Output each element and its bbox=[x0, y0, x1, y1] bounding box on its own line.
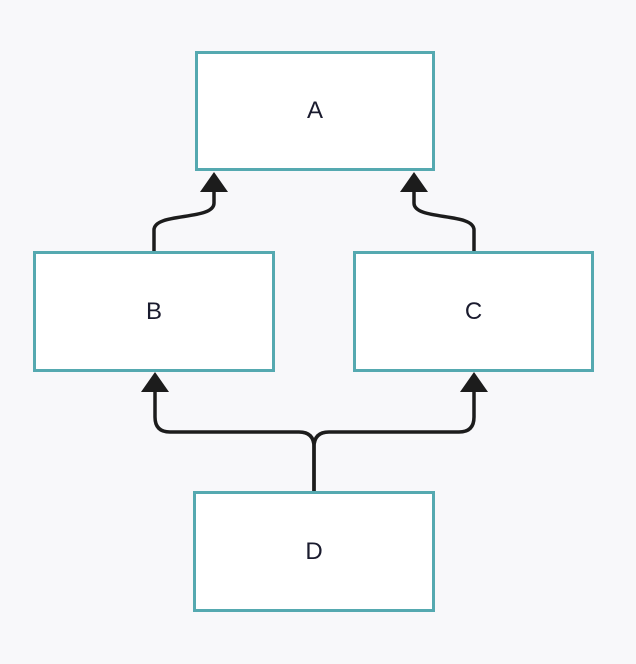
edge-D-to-B bbox=[141, 372, 316, 491]
node-label: D bbox=[305, 537, 323, 565]
edge-B-to-A bbox=[152, 172, 228, 251]
node-label: B bbox=[145, 297, 162, 325]
node-C: C bbox=[353, 251, 594, 372]
node-label: C bbox=[464, 297, 483, 325]
edge-group bbox=[141, 172, 488, 491]
node-A: A bbox=[195, 51, 435, 171]
edge-D-to-C bbox=[312, 372, 488, 491]
node-label: A bbox=[306, 97, 323, 124]
node-D: D bbox=[193, 491, 435, 612]
node-B: B bbox=[33, 251, 275, 372]
edge-C-to-A bbox=[400, 172, 476, 251]
